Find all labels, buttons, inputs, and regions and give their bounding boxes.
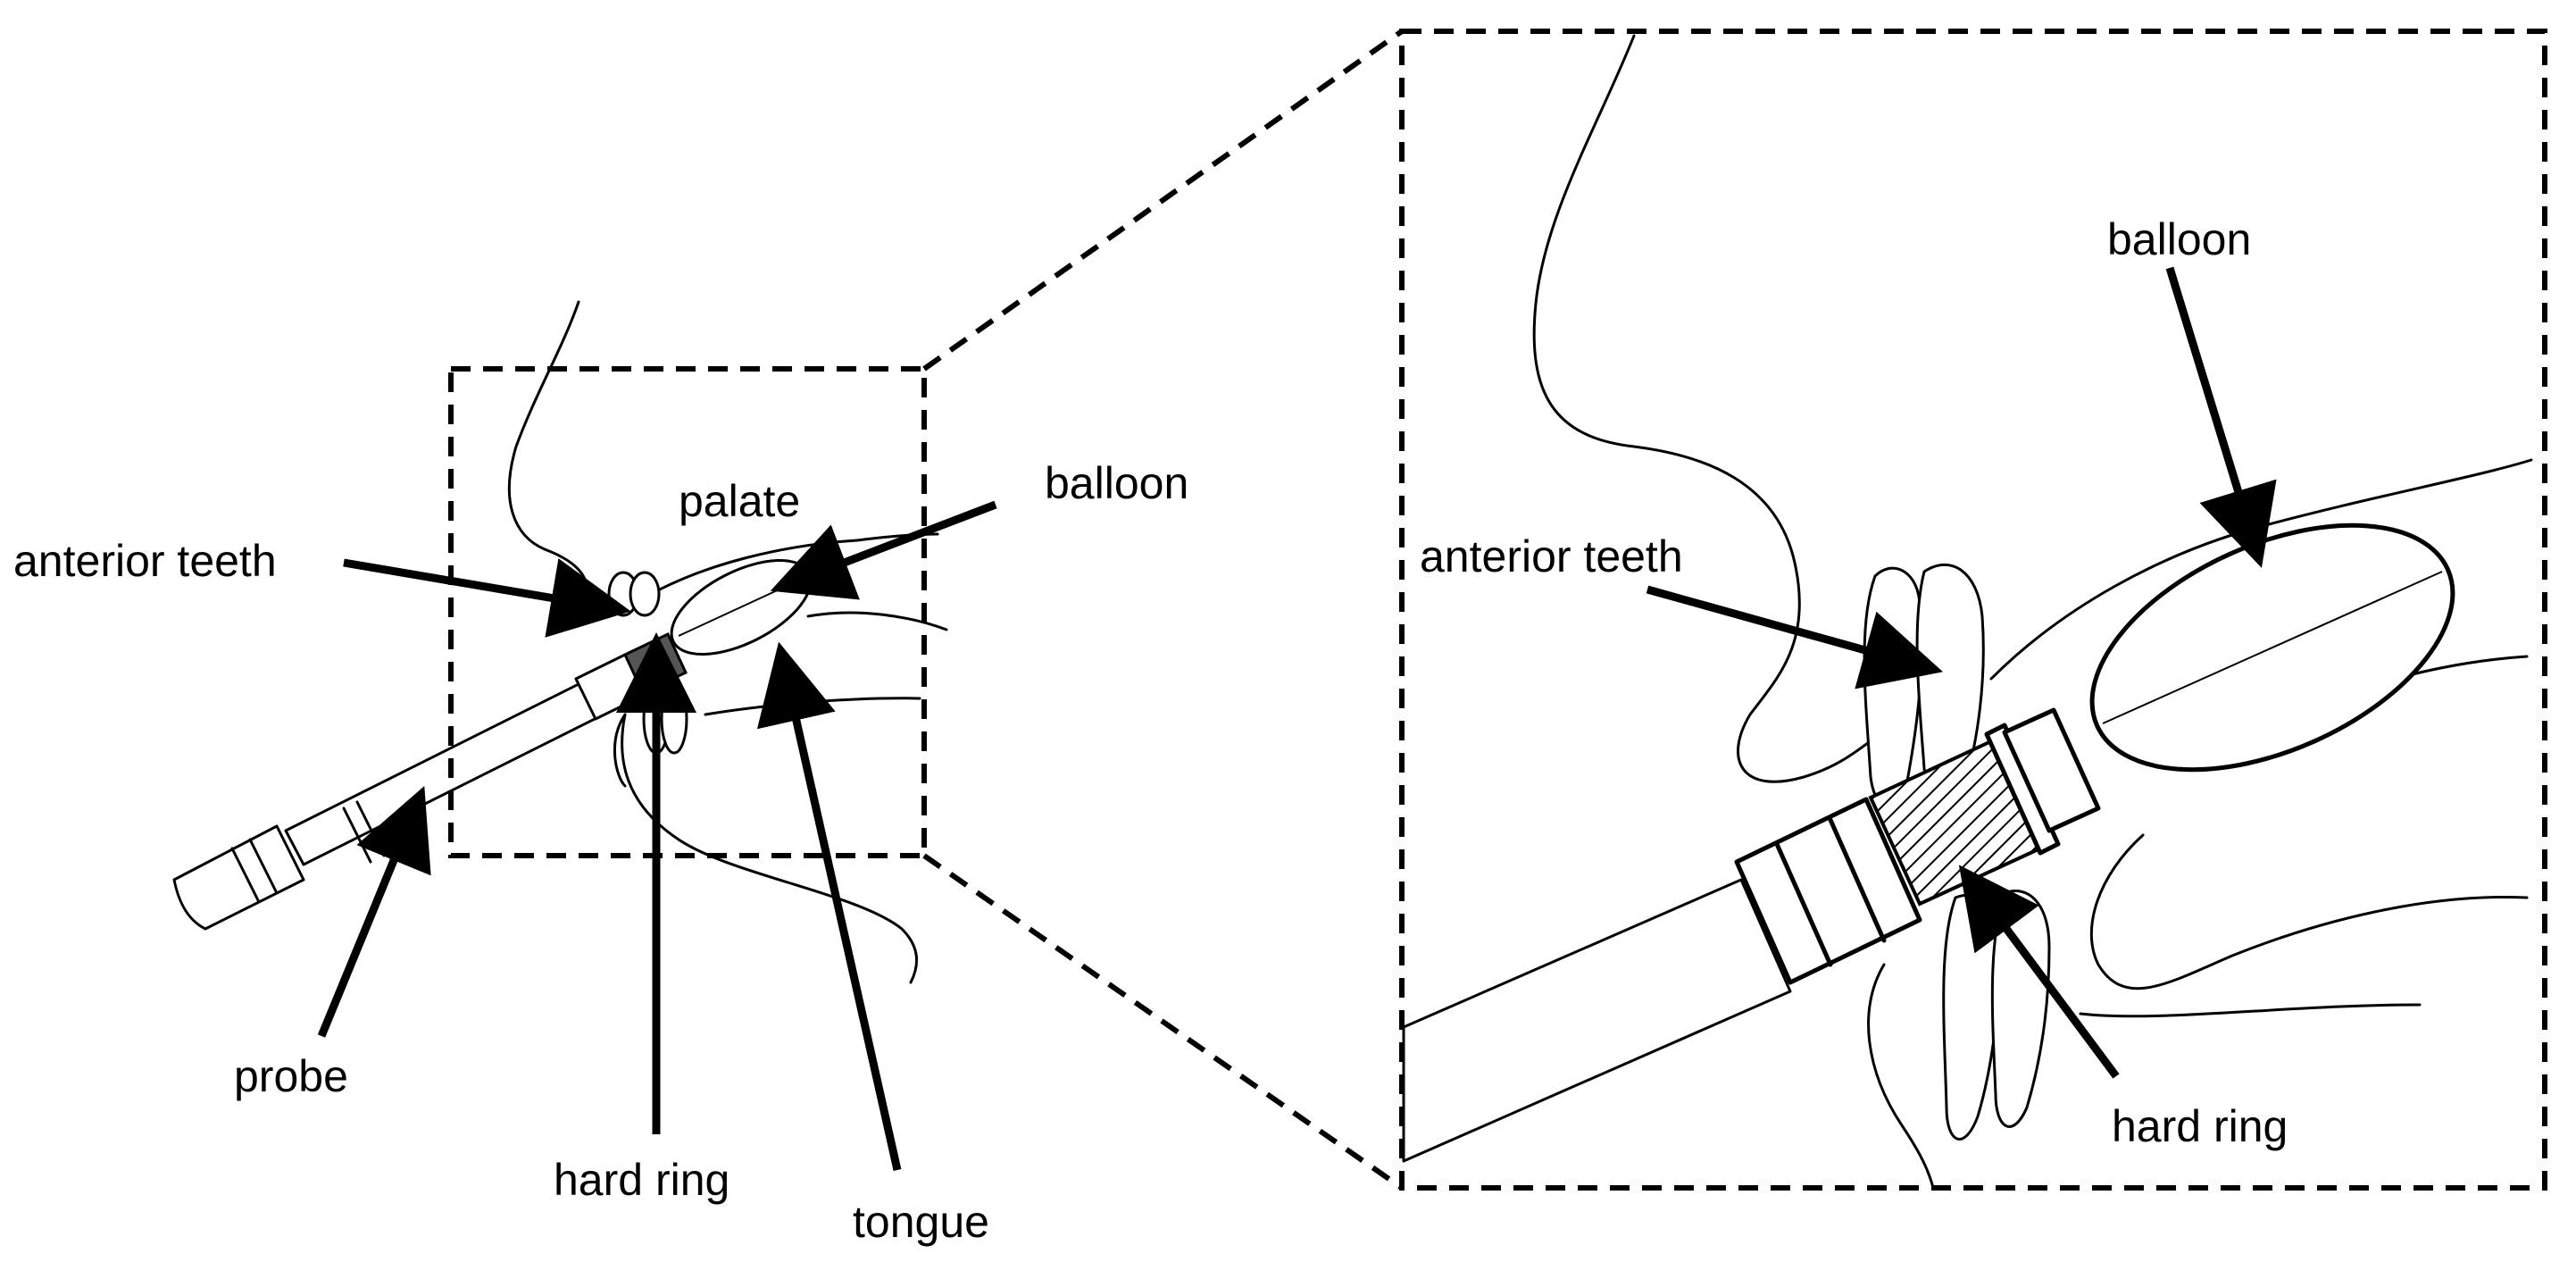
arrow-tongue (756, 641, 902, 1171)
face-profile (507, 300, 589, 609)
detail-tooth-upper-left (1863, 566, 1923, 810)
tooth-lower-right (660, 683, 688, 755)
arrow-balloon (770, 500, 997, 600)
tongue-contour-upper (806, 611, 948, 631)
zoom-region-box (448, 366, 927, 858)
detail-hard-ring-flange (1984, 723, 2061, 856)
tongue-contour-lower (704, 697, 921, 716)
label-hard-ring-left: hard ring (554, 1155, 729, 1205)
label-balloon-left: balloon (1045, 458, 1188, 508)
probe-handle (172, 824, 305, 931)
label-anterior-teeth-right: anterior teeth (1420, 531, 1683, 581)
label-hard-ring-right: hard ring (2112, 1101, 2288, 1151)
arrow-probe (317, 786, 431, 1038)
detail-frame (1399, 29, 2547, 1191)
lower-lip-contour (613, 713, 627, 788)
detail-arrows (1646, 266, 2277, 1079)
detail-tongue-lower (2079, 1003, 2422, 1018)
detail-arrow-balloon (2165, 266, 2277, 568)
zoom-connector-bottom (922, 853, 1404, 1191)
detail-arrow-hard-ring (1958, 865, 2120, 1079)
probe-handle-grip (230, 800, 386, 904)
label-balloon-right: balloon (2107, 214, 2251, 264)
label-anterior-teeth-left: anterior teeth (13, 536, 277, 586)
detail-face-profile (1532, 34, 1886, 783)
detail-arrow-anterior-teeth (1646, 585, 1944, 690)
probe-shaft (284, 677, 609, 866)
label-palate: palate (679, 476, 800, 526)
detail-tongue-outline (2089, 833, 2529, 990)
detail-balloon-axis (2102, 571, 2443, 724)
label-tongue: tongue (853, 1197, 989, 1247)
detail-balloon-neck (2002, 707, 2101, 833)
detail-probe-collar (1734, 797, 1922, 985)
detail-chin-contour (1867, 963, 1935, 1190)
arrow-anterior-teeth (343, 558, 631, 638)
label-probe: probe (234, 1051, 348, 1101)
chin-contour (621, 713, 919, 984)
detail-panel (1399, 29, 2547, 1191)
tooth-upper-right (629, 571, 661, 617)
detail-probe-shaft (1402, 878, 1792, 1163)
zoom-connector-top (922, 29, 1404, 372)
overview-arrows (317, 500, 997, 1171)
detail-probe-collar-band (1774, 817, 1887, 967)
